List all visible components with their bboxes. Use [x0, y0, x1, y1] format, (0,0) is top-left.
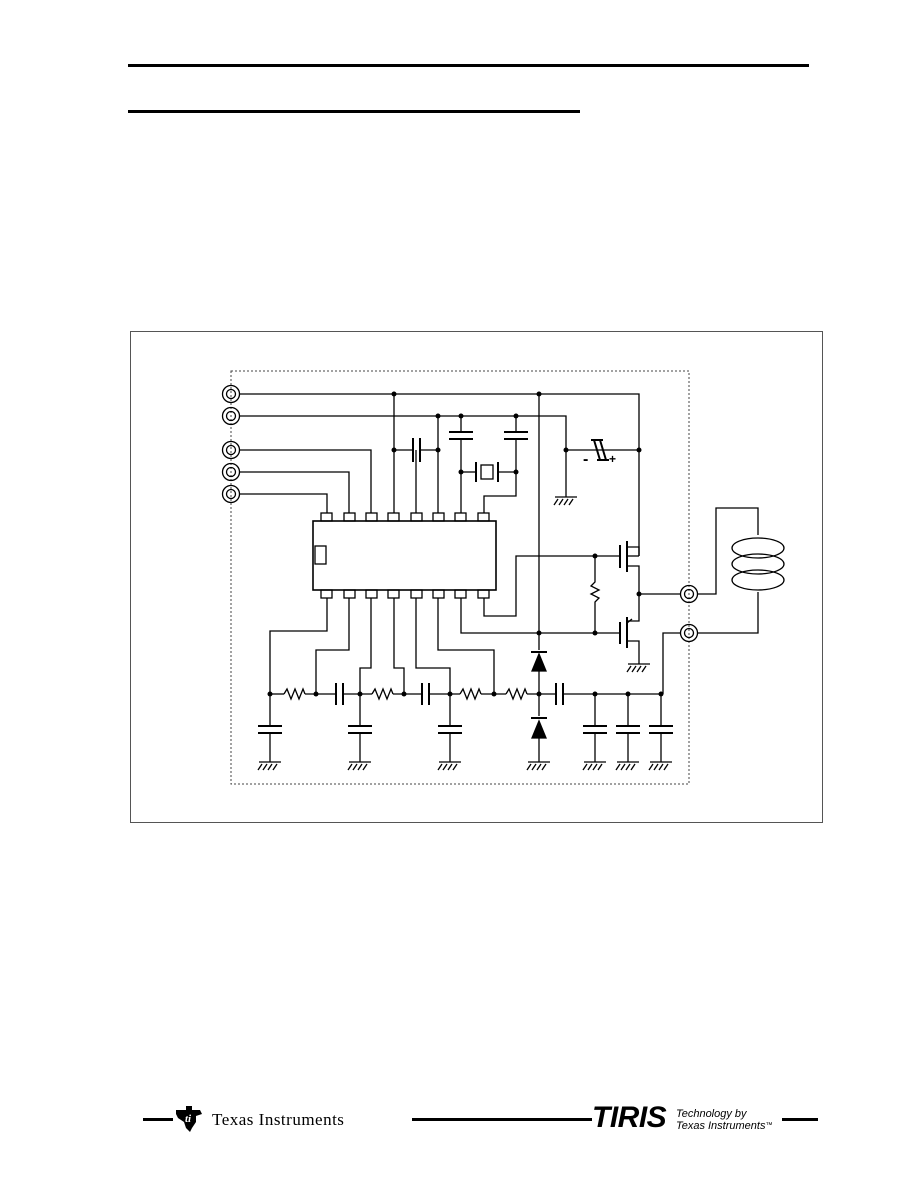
filter-capacitors: [258, 694, 673, 762]
footer-rule-right: [782, 1118, 818, 1121]
tiris-tagline-line2-wrap: Texas Instruments™: [676, 1120, 772, 1132]
tiris-tagline-line1: Technology by: [676, 1108, 747, 1120]
figure-frame: [130, 331, 823, 823]
tiris-logo: TIRIS: [592, 1101, 667, 1134]
ground-symbols: [257, 761, 672, 771]
footer-rule-middle: [412, 1118, 592, 1121]
module-boundary: [230, 370, 690, 785]
title-underline-rule: [128, 110, 580, 113]
svg-text:ti: ti: [185, 1113, 192, 1125]
battery-plus-label: +: [609, 452, 616, 466]
junction-dots: [267, 391, 664, 697]
antenna-terminals: [679, 584, 699, 643]
supply-rail-second: [240, 415, 590, 451]
battery-minus-label: -: [583, 451, 588, 468]
tiris-tagline: Technology by Texas Instruments™: [676, 1108, 772, 1132]
ti-logo-icon: ti: [176, 1106, 202, 1132]
footer-rule-left: [143, 1118, 173, 1121]
trademark-symbol: ™: [765, 1122, 773, 1129]
ic-chip: [312, 512, 497, 599]
header-rule: [128, 64, 809, 67]
company-name: Texas Instruments: [212, 1110, 345, 1129]
supply-rail-top: [240, 393, 640, 556]
antenna-coil: [731, 537, 785, 591]
terminal-connectors-left: [221, 384, 241, 504]
tiris-tagline-line2: Texas Instruments: [676, 1120, 766, 1132]
